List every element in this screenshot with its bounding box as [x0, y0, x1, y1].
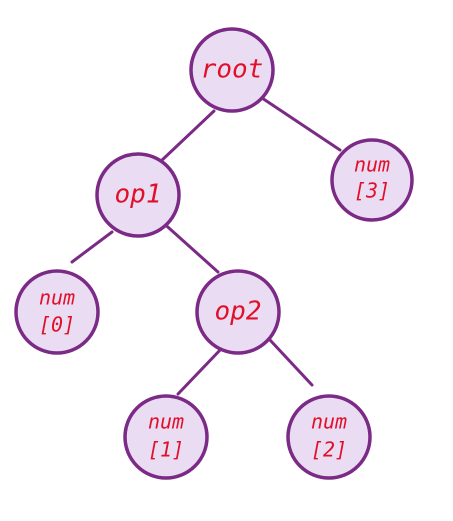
- node-num3-label-line1: num: [354, 153, 390, 177]
- edge-root-op1: [158, 109, 216, 164]
- node-op2-circle: [195, 269, 281, 355]
- node-num1-label-line1: num: [148, 410, 184, 434]
- node-op2: op2: [195, 269, 281, 355]
- node-num3: num [3]: [330, 138, 414, 222]
- node-num1-circle: [123, 394, 209, 480]
- node-num2: num [2]: [286, 394, 372, 480]
- node-root-label: root: [201, 55, 264, 85]
- node-op1-circle: [95, 152, 181, 238]
- node-num0: num [0]: [14, 269, 100, 355]
- node-op2-label: op2: [215, 297, 262, 327]
- node-op1: op1: [95, 152, 181, 238]
- node-num2-circle: [286, 394, 372, 480]
- edge-op2-num1: [176, 346, 224, 396]
- node-num1-label-line2: [1]: [148, 438, 184, 462]
- edge-op1-op2: [158, 218, 220, 274]
- node-root-circle: [189, 27, 275, 113]
- node-num2-label-line2: [2]: [311, 438, 347, 462]
- node-num0-label-line2: [0]: [39, 313, 75, 337]
- node-num3-label-line2: [3]: [354, 179, 390, 203]
- node-num0-circle: [14, 269, 100, 355]
- node-num3-circle: [330, 138, 414, 222]
- node-root: root: [189, 27, 275, 113]
- edge-op1-num0: [70, 230, 114, 264]
- node-num1: num [1]: [123, 394, 209, 480]
- edge-root-num3: [260, 96, 342, 152]
- edge-op2-num2: [268, 338, 314, 387]
- node-op1-label: op1: [115, 180, 162, 210]
- node-num0-label-line1: num: [39, 286, 75, 310]
- node-num2-label-line1: num: [311, 410, 347, 434]
